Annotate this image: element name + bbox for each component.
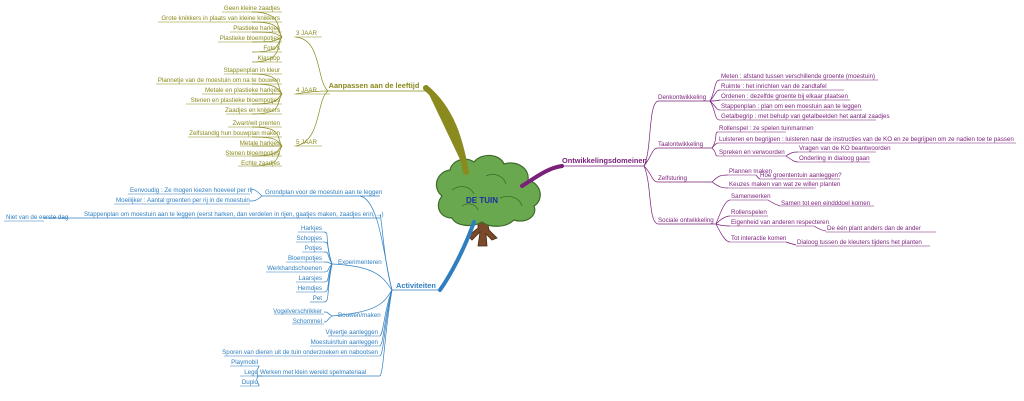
age-item[interactable]: Zwart/wit prenten <box>233 120 281 127</box>
sturing-label[interactable]: Zelfsturing <box>658 175 687 182</box>
experimenteren-label[interactable]: Experimenteren <box>338 259 382 266</box>
domains-main-branch <box>520 164 564 188</box>
keuzes-item[interactable]: Keuzes maken van wat ze willen planten <box>729 181 841 188</box>
age-item[interactable]: Plannetje van de moestuin om na te bouwe… <box>158 77 281 84</box>
age-main-branch <box>423 85 469 175</box>
bouwen-item[interactable]: Vogelverschrikker <box>273 308 322 315</box>
tree-icon <box>435 154 541 247</box>
interactie-label[interactable]: Tot interactie komen <box>731 235 787 242</box>
age-group-label[interactable]: 4 JAAR <box>296 87 318 94</box>
age-item[interactable]: Stenen en plastieke bloempotjes <box>191 97 280 104</box>
activities-labels: Grondplan voor de moestuin aan te leggen… <box>6 187 384 386</box>
sporen-item[interactable]: Sporen van dieren uit de tuin onderzoeke… <box>222 349 378 356</box>
stappenplan-label[interactable]: Stappenplan om moestuin aan te leggen (e… <box>84 211 384 218</box>
denk-item[interactable]: Stappenplan : plan om een moestuin aan t… <box>721 103 862 110</box>
rollenspelen-item[interactable]: Rollenspelen <box>731 209 767 216</box>
age-group-label[interactable]: 5 JAAR <box>296 139 318 146</box>
age-group-3: 3 JAAR Geen kleine zaadjes Grote knikker… <box>161 5 317 62</box>
plannen-label[interactable]: Plannen maken <box>729 168 773 175</box>
age-item[interactable]: Zelfstandig hun bouwplan maken <box>189 130 280 137</box>
taal-item[interactable]: Rollenspel : ze spelen tuinmannen <box>719 125 814 132</box>
spreken-item[interactable]: Onderling in dialoog gaan <box>799 155 870 162</box>
denk-item[interactable]: Ordenen : dezelfde groente bij elkaar pl… <box>721 93 848 100</box>
activities-underlines <box>4 193 380 387</box>
age-item[interactable]: Klaspop <box>258 55 281 62</box>
denk-item[interactable]: Getalbegrip : met behulp van getalbeelde… <box>721 113 890 120</box>
age-item[interactable]: Metale harkjes <box>240 140 280 147</box>
age-branch <box>251 11 426 167</box>
denk-item[interactable]: Ruimte : het inrichten van de zandtafel <box>721 83 827 90</box>
experiment-item[interactable]: Pet <box>313 295 323 302</box>
grondplan-item[interactable]: Eenvoudig : Ze mogen kiezen hoeveel per … <box>130 187 252 194</box>
activities-main-branch <box>438 220 476 292</box>
age-underlines <box>156 11 330 167</box>
age-item[interactable]: Stappenplan in kleur <box>224 67 280 74</box>
domains-title[interactable]: Ontwikkelingsdomeinen <box>562 156 647 165</box>
eigenheid-item[interactable]: De één plant anders dan de ander <box>827 225 921 232</box>
stappenplan-item[interactable]: Niet van de eerste dag <box>6 214 69 221</box>
sociaal-label[interactable]: Sociale ontwikkeling <box>658 217 714 224</box>
age-item[interactable]: Echte zaadjes <box>241 160 280 167</box>
grondplan-label[interactable]: Grondplan voor de moestuin aan te leggen <box>265 189 383 196</box>
spreken-item[interactable]: Vragen van de KO beantwoorden <box>799 145 891 152</box>
interactie-item[interactable]: Dialoog tussen de kleuters tijdens het p… <box>797 239 922 246</box>
denk-item[interactable]: Meten : afstand tussen verschillende gro… <box>721 73 875 80</box>
bouwen-item[interactable]: Schommel <box>293 318 322 325</box>
eigenheid-label[interactable]: Eigenheid van anderen respecteren <box>731 219 830 226</box>
experiment-item[interactable]: Schopjes <box>297 235 322 242</box>
samenwerken-item[interactable]: Samen tot een eindddoel komen <box>781 200 871 207</box>
age-item[interactable]: Foto's <box>263 45 280 52</box>
experiment-item[interactable]: Bloempotjes <box>288 255 322 262</box>
taal-label[interactable]: Taalontwikkeling <box>658 141 704 148</box>
domains-labels: Denkontwikkeling Meten : afstand tussen … <box>658 73 1014 246</box>
activities-title[interactable]: Activiteiten <box>396 281 436 290</box>
age-item[interactable]: Grote knikkers in plaats van kleine knik… <box>161 15 280 22</box>
age-group-4: 4 JAAR Stappenplan in kleur Plannetje va… <box>158 67 318 114</box>
age-title[interactable]: Aanpassen aan de leeftijd <box>329 81 420 90</box>
spreken-label[interactable]: Spreken en verwoorden <box>719 149 785 156</box>
spelmateriaal-item[interactable]: Lego <box>244 369 258 376</box>
vijvertje-item[interactable]: Vijvertje aanleggen <box>325 329 378 336</box>
samenwerken-label[interactable]: Samenwerken <box>731 193 771 200</box>
age-item[interactable]: Metale en plastieke harkjes <box>205 87 280 94</box>
age-group-label[interactable]: 3 JAAR <box>296 30 318 37</box>
experiment-item[interactable]: Werkhandschoenen <box>267 265 322 272</box>
experiment-item[interactable]: Hemdjes <box>298 285 322 292</box>
age-item[interactable]: Zaadjes en knikkers <box>225 107 280 114</box>
experiment-item[interactable]: Laarsjes <box>299 275 322 282</box>
grondplan-item[interactable]: Moeilijker : Aantal groenten per rij in … <box>116 197 250 204</box>
age-item[interactable]: Plastieke bloempotjes <box>220 35 280 42</box>
spelmateriaal-item[interactable]: Playmobil <box>231 359 258 366</box>
spelmateriaal-label[interactable]: Werken met klein wereld spelmateriaal <box>260 369 366 376</box>
denk-label[interactable]: Denkontwikkeling <box>658 94 707 101</box>
experiment-item[interactable]: Harkjes <box>301 225 322 232</box>
spelmateriaal-item[interactable]: Duplo <box>242 379 259 386</box>
age-item[interactable]: Plastieke harkjes <box>233 25 280 32</box>
taal-item[interactable]: Luisteren en begrijpen : luisteren naar … <box>719 136 1014 143</box>
age-group-5: 5 JAAR Zwart/wit prenten Zelfstandig hun… <box>189 120 317 167</box>
activities-branch <box>44 188 440 387</box>
age-item[interactable]: Geen kleine zaadjes <box>224 5 280 12</box>
moestuin-item[interactable]: Moestuin/tuin aanleggen <box>311 339 379 346</box>
center-label: DE TUIN <box>466 196 498 205</box>
bouwen-label[interactable]: Bouwen/maken <box>338 312 381 319</box>
experiment-item[interactable]: Potjes <box>305 245 322 252</box>
domains-branch <box>562 79 827 246</box>
age-item[interactable]: Stenen bloempotjes <box>225 150 280 157</box>
domains-underlines <box>718 79 1016 247</box>
plannen-item[interactable]: Hoe groententuin aanleggen? <box>760 172 842 179</box>
